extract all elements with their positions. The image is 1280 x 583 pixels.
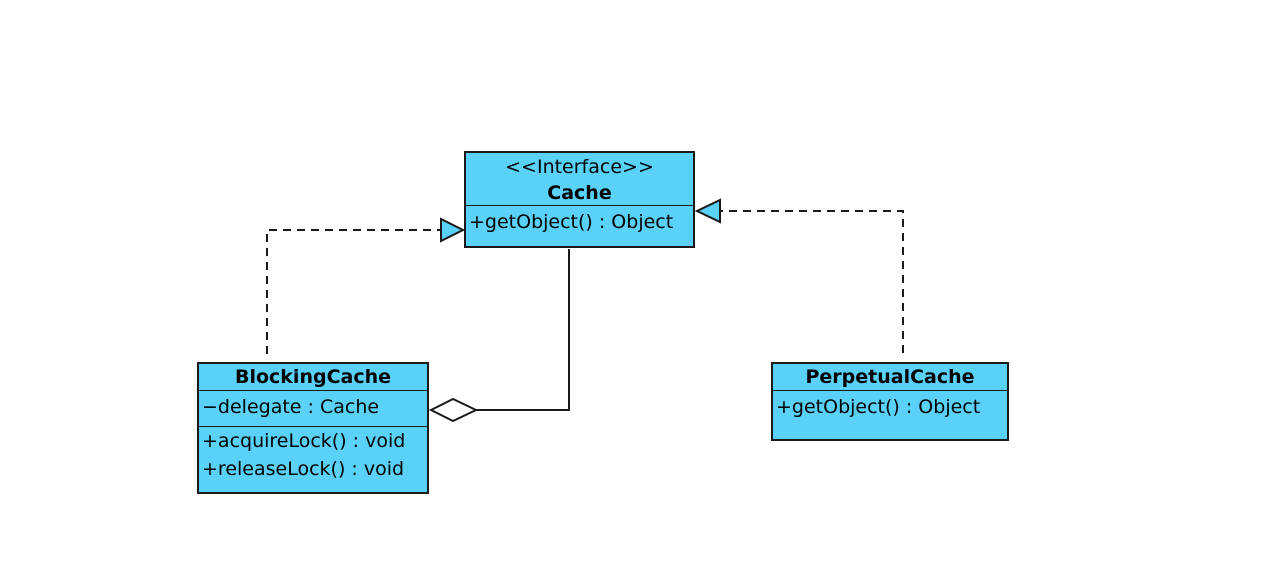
- aggregation-diamond: [428, 397, 479, 423]
- blocking-cache-realization-line: [266, 229, 440, 354]
- class-header: PerpetualCache: [773, 364, 1007, 390]
- attribute: −delegate : Cache: [202, 396, 380, 418]
- class-header: BlockingCache: [199, 364, 427, 390]
- operations-compartment: +getObject() : Object: [773, 390, 1007, 423]
- perpetual-cache-realization-arrowhead: [694, 198, 721, 224]
- perpetual-cache-realization-line: [720, 210, 904, 353]
- blocking-cache-class[interactable]: BlockingCache −delegate : Cache +acquire…: [197, 362, 429, 494]
- attributes-compartment: −delegate : Cache: [199, 390, 427, 426]
- class-header: <<Interface>> Cache: [466, 153, 693, 205]
- blocking-cache-realization-arrowhead: [440, 217, 466, 243]
- class-stereotype: <<Interface>>: [505, 156, 654, 178]
- operation: +getObject() : Object: [469, 211, 674, 233]
- operations-compartment: +acquireLock() : void +releaseLock() : v…: [199, 426, 427, 485]
- operation: +getObject() : Object: [776, 396, 981, 418]
- class-name: PerpetualCache: [805, 366, 975, 388]
- class-name: BlockingCache: [234, 366, 392, 388]
- operation: +acquireLock() : void: [202, 430, 406, 452]
- aggregation-line: [476, 249, 570, 411]
- operation: +releaseLock() : void: [202, 458, 405, 480]
- class-name: Cache: [547, 182, 612, 204]
- perpetual-cache-class[interactable]: PerpetualCache +getObject() : Object: [771, 362, 1009, 441]
- operations-compartment: +getObject() : Object: [466, 205, 693, 238]
- cache-interface-class[interactable]: <<Interface>> Cache +getObject() : Objec…: [464, 151, 695, 248]
